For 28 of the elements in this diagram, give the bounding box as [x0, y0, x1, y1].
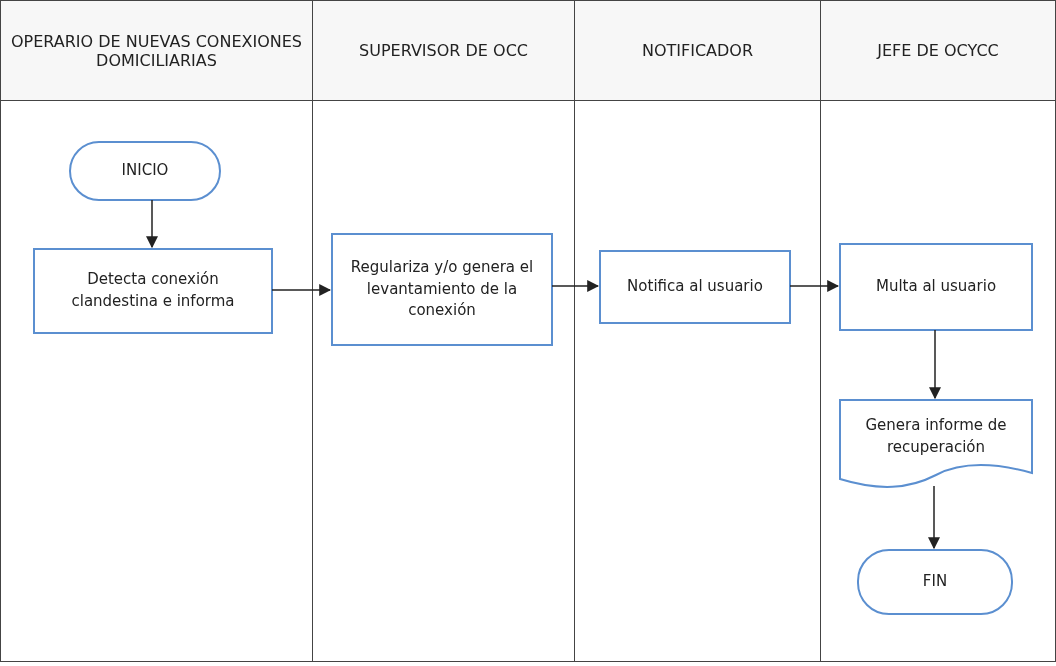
- node-text: Regulariza y/o genera el levantamiento de la conexión: [349, 256, 535, 322]
- lane-header: OPERARIO DE NUEVAS CONEXIONES DOMICILIARIAS: [9, 31, 303, 70]
- swimlane: [820, 0, 1056, 662]
- terminator-shape: [69, 141, 221, 201]
- node-text: Detecta conexión clandestina e informa: [70, 269, 236, 312]
- terminator-shape: [857, 549, 1013, 615]
- swimlane: [312, 0, 575, 662]
- node-text: Genera informe de recuperación: [864, 415, 1008, 458]
- lane-header: JEFE DE OCYCC: [877, 41, 999, 60]
- arrow: [146, 199, 158, 249]
- arrow: [551, 280, 600, 292]
- arrow: [929, 329, 941, 400]
- arrow: [789, 280, 840, 292]
- node-text: Multa al usuario: [875, 276, 997, 298]
- node-text: INICIO: [121, 160, 169, 182]
- swimlane: [574, 0, 821, 662]
- process-box: [599, 250, 791, 324]
- node-text: Notifica al usuario: [627, 276, 763, 298]
- document-shape: [839, 399, 1033, 487]
- lane-header: SUPERVISOR DE OCC: [359, 41, 528, 60]
- process-box: [839, 243, 1033, 331]
- lane-header: NOTIFICADOR: [641, 41, 754, 60]
- arrow: [271, 284, 332, 296]
- swimlane: [0, 0, 313, 662]
- node-text: FIN: [922, 571, 948, 593]
- process-box: [331, 233, 553, 346]
- process-box: [33, 248, 273, 334]
- arrow: [928, 485, 940, 550]
